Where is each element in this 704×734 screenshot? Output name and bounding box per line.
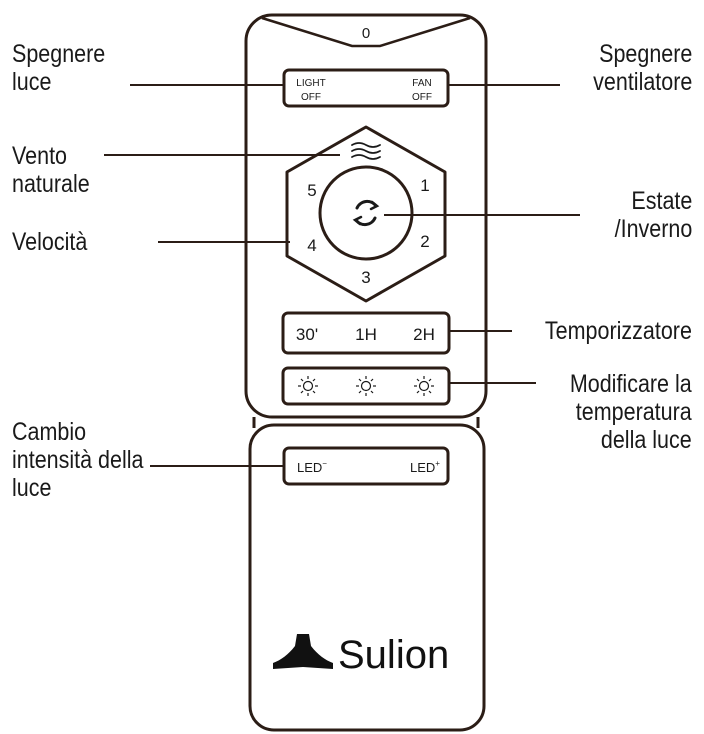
led-minus-label: LED− — [297, 459, 327, 475]
led-plus-text: LED — [410, 460, 435, 475]
label-dimmer-line: luce — [12, 474, 52, 502]
led-minus-text: LED — [297, 460, 322, 475]
speed-2: 2 — [420, 232, 429, 251]
label-light-off: Spegnere luce — [12, 40, 105, 96]
label-light-temp-line: temperatura — [576, 398, 692, 426]
label-fan-off-line: Spegnere — [598, 40, 692, 68]
label-light-off-line: Spegnere — [12, 40, 106, 68]
sun-icon — [298, 376, 318, 396]
label-fan-off-line: ventilatore — [592, 68, 692, 96]
led-plus-sup: + — [435, 459, 440, 468]
light-temperature-button[interactable] — [281, 366, 451, 406]
sun-icon — [414, 376, 434, 396]
label-light-off-line: luce — [12, 68, 52, 96]
timer-2h: 2H — [413, 325, 435, 344]
speed-5: 5 — [307, 181, 316, 200]
label-light-temp-line: Modificare la — [570, 370, 692, 398]
top-slot-label: 0 — [362, 25, 370, 42]
remote-lower-body — [248, 423, 486, 732]
speed-3: 3 — [361, 268, 370, 287]
timer-30min: 30' — [296, 325, 318, 344]
label-timer: Temporizzatore — [545, 317, 692, 345]
light-off-text-2: OFF — [301, 92, 321, 103]
label-light-temp: Modificare la temperatura della luce — [570, 370, 692, 454]
label-summer-winter: Estate /Inverno — [614, 187, 692, 243]
light-off-text-1: LIGHT — [296, 78, 325, 89]
speed-4: 4 — [307, 236, 316, 255]
sulion-logo-icon — [273, 634, 333, 669]
led-plus-label: LED+ — [410, 459, 440, 475]
summer-winter-button[interactable] — [318, 165, 414, 261]
label-speed: Velocità — [12, 228, 87, 256]
wind-icon — [351, 142, 381, 160]
callout-lines — [104, 84, 580, 467]
label-dimmer-line: intensità della — [12, 446, 144, 474]
label-timer-line: Temporizzatore — [545, 317, 692, 345]
timer-button[interactable] — [281, 311, 451, 355]
timer-1h: 1H — [355, 325, 377, 344]
label-light-temp-line: della luce — [601, 426, 692, 454]
top-notch — [261, 16, 471, 48]
brand-name: Sulion — [338, 633, 449, 677]
speed-1: 1 — [420, 176, 429, 195]
fan-off-text-1: FAN — [412, 78, 431, 89]
light-fan-off-button[interactable] — [282, 68, 450, 108]
sun-icon — [356, 376, 376, 396]
led-minus-sup: − — [322, 459, 327, 468]
label-fan-off: Spegnere ventilatore — [593, 40, 692, 96]
label-natural-wind-line: naturale — [12, 170, 90, 198]
speed-hexagon[interactable] — [285, 125, 447, 303]
label-speed-line: Velocità — [12, 228, 88, 256]
fan-off-text-2: OFF — [412, 92, 432, 103]
label-natural-wind-line: Vento — [12, 142, 67, 170]
label-natural-wind: Vento naturale — [12, 142, 90, 198]
label-summer-winter-line: /Inverno — [614, 215, 692, 243]
refresh-icon — [352, 199, 380, 227]
label-dimmer: Cambio intensità della luce — [12, 418, 143, 502]
label-summer-winter-line: Estate — [631, 187, 692, 215]
label-dimmer-line: Cambio — [12, 418, 87, 446]
